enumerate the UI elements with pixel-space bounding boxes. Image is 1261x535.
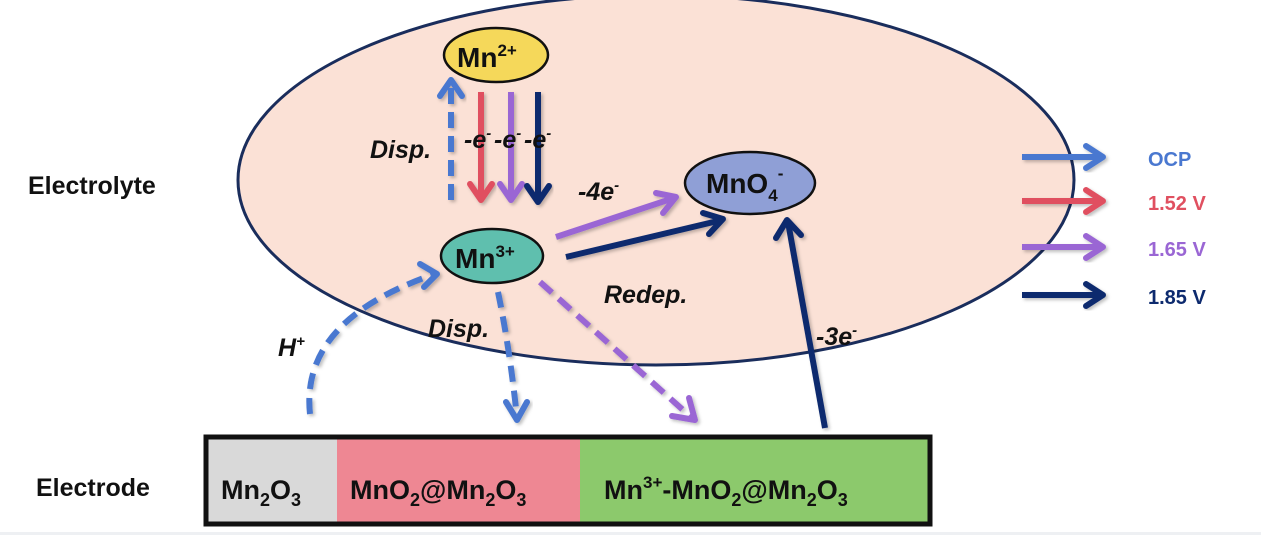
legend-label-ocp: OCP: [1148, 149, 1191, 171]
ocp-disp-arrow-up: [437, 77, 465, 200]
legend-item-165v: [1022, 233, 1106, 261]
electrode-bar: Mn2O3 MnO2@Mn2O3 Mn3+-MnO2@Mn2O3: [203, 434, 933, 527]
h-plus-label: H+: [278, 333, 305, 362]
legend: OCP 1.52 V 1.65 V 1.85 V: [1022, 143, 1206, 309]
electron-label-3: -e-: [524, 125, 551, 154]
mn2-species: Mn2+: [442, 26, 550, 84]
svg-text:Mn2+: Mn2+: [457, 41, 517, 73]
redep-label: Redep.: [604, 281, 687, 309]
legend-item-152v: [1022, 187, 1106, 215]
segment-mn2o3: [206, 437, 337, 524]
electron-label-1: -e-: [464, 125, 491, 154]
segment-mn3-mno2-mn2o3-label: Mn3+-MnO2@Mn2O3: [604, 473, 848, 510]
three-electron-label: -3e-: [816, 322, 857, 351]
bottom-divider: [0, 532, 1261, 535]
mn3-species: Mn3+: [439, 227, 545, 285]
legend-label-152v: 1.52 V: [1148, 193, 1206, 215]
arrow-185v-mn3-to-mno4: [565, 210, 726, 260]
legend-label-185v: 1.85 V: [1148, 287, 1206, 309]
legend-item-185v: [1022, 281, 1106, 309]
arrow-185v-electrode-to-mno4: [773, 217, 828, 429]
disp-label-bottom: Disp.: [428, 315, 489, 343]
segment-mno2-mn2o3-label: MnO2@Mn2O3: [350, 475, 526, 510]
arrow-185v-down: [524, 92, 552, 205]
arrow-152v-down: [467, 92, 495, 203]
arrow-165v-mn3-to-mno4: [555, 190, 679, 240]
electron-label-2: -e-: [494, 125, 521, 154]
h-plus-arrow: [306, 261, 440, 415]
redep-165v-arrow: [537, 279, 698, 423]
legend-item-ocp: [1022, 143, 1106, 171]
segment-mno2-mn2o3: [337, 437, 580, 524]
electrode-label: Electrode: [36, 474, 150, 502]
arrow-165v-down: [497, 92, 525, 203]
mno4-species: MnO4-: [683, 150, 817, 216]
svg-text:MnO4-: MnO4-: [706, 164, 783, 205]
ocp-disp-arrow-down: [495, 291, 530, 423]
segment-mn2o3-label: Mn2O3: [221, 475, 301, 510]
electrolyte-region: [236, 0, 1076, 367]
svg-text:Mn3+: Mn3+: [455, 242, 515, 274]
disp-label-top: Disp.: [370, 136, 431, 164]
legend-label-165v: 1.65 V: [1148, 239, 1206, 261]
electrolyte-label: Electrolyte: [28, 172, 156, 200]
segment-mn3-mno2-mn2o3: [580, 437, 930, 524]
four-electron-label: -4e-: [578, 177, 619, 206]
